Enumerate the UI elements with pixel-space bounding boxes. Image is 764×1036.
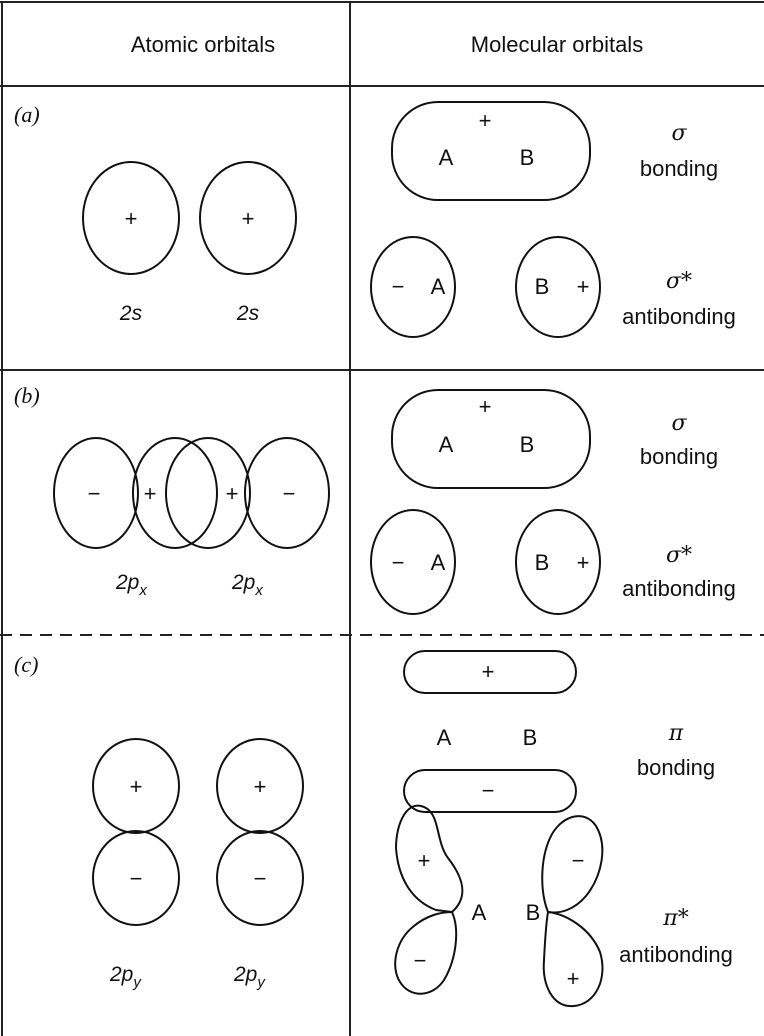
nucleus-a: A: [472, 900, 487, 925]
antibonding-label: antibonding: [622, 576, 736, 601]
pi-bonding-lower-lobe: [403, 769, 577, 813]
sign-2s-left: +: [125, 206, 138, 231]
pi-star-right-upper-sign: −: [572, 848, 585, 873]
sigma-bonding-sign: +: [479, 108, 492, 133]
antibonding-label: antibonding: [622, 304, 736, 329]
pi-symbol: π: [668, 721, 684, 746]
sigma-bonding-orbital: [391, 389, 591, 489]
header-molecular-orbitals: Molecular orbitals: [471, 32, 643, 57]
nucleus-a: A: [439, 432, 454, 457]
nucleus-b: B: [520, 145, 535, 170]
pi-bonding-lower-sign: −: [482, 778, 495, 803]
orbital-2py-right-lower-lobe: [216, 830, 304, 926]
bonding-label: bonding: [637, 755, 715, 780]
sigma-bonding-sign: +: [479, 394, 492, 419]
row-c-label: (c): [14, 652, 38, 677]
sign-2px-right-inner: +: [226, 481, 239, 506]
bonding-label: bonding: [640, 156, 718, 181]
sign-2py-right-lower: −: [254, 866, 267, 891]
sigma-star-lobe-right: [515, 509, 601, 615]
orbital-2py-right-upper-lobe: [216, 738, 304, 834]
orbital-2px-left-outer-lobe: [53, 437, 139, 549]
sign-2py-right-upper: +: [254, 774, 267, 799]
sigma-star-right-sign: +: [577, 274, 590, 299]
row-b-label: (b): [14, 383, 40, 408]
row-a-label: (a): [14, 102, 40, 127]
pi-star-left-lower-sign: −: [414, 948, 427, 973]
sigma-star-right-sign: +: [577, 550, 590, 575]
sigma-star-lobe-left: [370, 509, 456, 615]
nucleus-b: B: [535, 274, 550, 299]
pi-bonding-upper-sign: +: [482, 659, 495, 684]
sign-2px-right-outer: −: [283, 481, 296, 506]
label-2py-left: 2py: [109, 963, 142, 991]
pi-star-symbol: π*: [662, 906, 688, 931]
sigma-star-lobe-right: [515, 236, 601, 338]
nucleus-a: A: [431, 274, 446, 299]
sigma-star-symbol: σ*: [666, 543, 692, 568]
label-2s-right: 2s: [236, 302, 260, 325]
label-2px-right: 2px: [231, 571, 263, 599]
antibonding-label: antibonding: [619, 942, 733, 967]
bonding-label: bonding: [640, 444, 718, 469]
pi-star-right-lower-sign: +: [567, 966, 580, 991]
orbital-2py-left-lower-lobe: [92, 830, 180, 926]
sign-2py-left-upper: +: [130, 774, 143, 799]
orbital-2px-left-inner-lobe: [132, 437, 218, 549]
row-a: (a) + + 2s 2s + A B σ bonding − A B + σ*…: [14, 101, 736, 338]
label-2px-left: 2px: [115, 571, 147, 599]
sigma-star-lobe-left: [370, 236, 456, 338]
nucleus-a: A: [439, 145, 454, 170]
pi-star-left-upper-sign: +: [418, 848, 431, 873]
sigma-star-left-sign: −: [392, 274, 405, 299]
orbital-2px-right-inner-lobe: [165, 437, 251, 549]
pi-bonding-upper-lobe: [403, 650, 577, 694]
sigma-bonding-orbital: [391, 101, 591, 201]
orbital-2s-left: [82, 161, 180, 275]
sign-2px-left-inner: +: [144, 481, 157, 506]
pi-star-right-lower-lobe: [542, 910, 604, 1008]
header-atomic-orbitals: Atomic orbitals: [131, 32, 275, 57]
sign-2px-left-outer: −: [88, 481, 101, 506]
label-2py-right: 2py: [233, 963, 266, 991]
nucleus-b: B: [526, 900, 541, 925]
row-b: (b) − + + − 2px 2px + A B σ bonding − A …: [14, 383, 736, 615]
nucleus-b: B: [520, 432, 535, 457]
nucleus-a: A: [431, 550, 446, 575]
row-c: (c) + − + − 2py 2py + A B − π bonding + …: [14, 650, 733, 1008]
pi-star-right-upper-lobe: [541, 815, 604, 914]
nucleus-b: B: [523, 725, 538, 750]
label-2s-left: 2s: [119, 302, 143, 325]
sigma-symbol: σ: [671, 411, 687, 436]
sigma-symbol: σ: [671, 121, 687, 146]
pi-star-left-lower-lobe: [394, 910, 458, 995]
nucleus-a: A: [437, 725, 452, 750]
sigma-star-left-sign: −: [392, 550, 405, 575]
orbital-2s-right: [199, 161, 297, 275]
pi-star-left-upper-lobe: [394, 804, 464, 914]
orbital-2py-left-upper-lobe: [92, 738, 180, 834]
sign-2s-right: +: [242, 206, 255, 231]
sign-2py-left-lower: −: [130, 866, 143, 891]
sigma-star-symbol: σ*: [666, 269, 692, 294]
nucleus-b: B: [535, 550, 550, 575]
orbital-2px-right-outer-lobe: [244, 437, 330, 549]
